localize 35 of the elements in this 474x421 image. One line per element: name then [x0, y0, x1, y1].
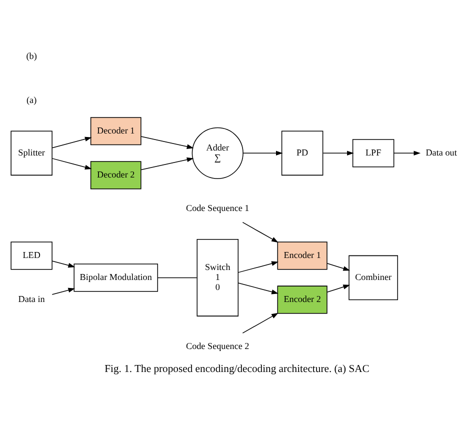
- arrow: [52, 260, 76, 268]
- node-box: Combiner: [348, 255, 398, 300]
- node-box: Bipolar Modulation: [74, 264, 158, 292]
- node-box: Encoder 1: [277, 242, 328, 270]
- node-box: LPF: [352, 139, 394, 168]
- arrow: [52, 136, 92, 148]
- arrow: [238, 261, 278, 273]
- caption: Fig. 1. The proposed encoding/decoding architecture. (a) SAC: [104, 364, 370, 376]
- node-text: Code Sequence 2: [186, 341, 250, 352]
- node-text: Code Sequence 1: [186, 202, 250, 213]
- connector: [157, 277, 198, 278]
- label: (a): [26, 95, 37, 106]
- label: (b): [26, 51, 37, 62]
- node-box: Switch 1 0: [196, 238, 239, 316]
- arrow: [52, 158, 92, 170]
- arrow: [140, 136, 194, 149]
- arrow: [326, 262, 350, 271]
- arrow: [242, 150, 283, 156]
- node-box: LED: [10, 242, 52, 270]
- arrow: [242, 312, 278, 334]
- arrow: [394, 150, 421, 156]
- arrow: [238, 282, 278, 294]
- node-circle: Adder ∑: [192, 127, 244, 179]
- node-text: Data out: [426, 148, 457, 158]
- node-box: PD: [281, 130, 324, 176]
- arrow: [242, 222, 278, 243]
- arrow: [322, 150, 354, 156]
- node-box: Decoder 1: [90, 117, 142, 146]
- node-box: Encoder 2: [277, 286, 328, 314]
- node-text: Data in: [18, 294, 45, 304]
- node-box: Splitter: [10, 130, 52, 176]
- arrow: [52, 288, 76, 295]
- node-box: Decoder 2: [90, 161, 142, 190]
- arrow: [140, 157, 194, 170]
- arrow: [326, 284, 350, 292]
